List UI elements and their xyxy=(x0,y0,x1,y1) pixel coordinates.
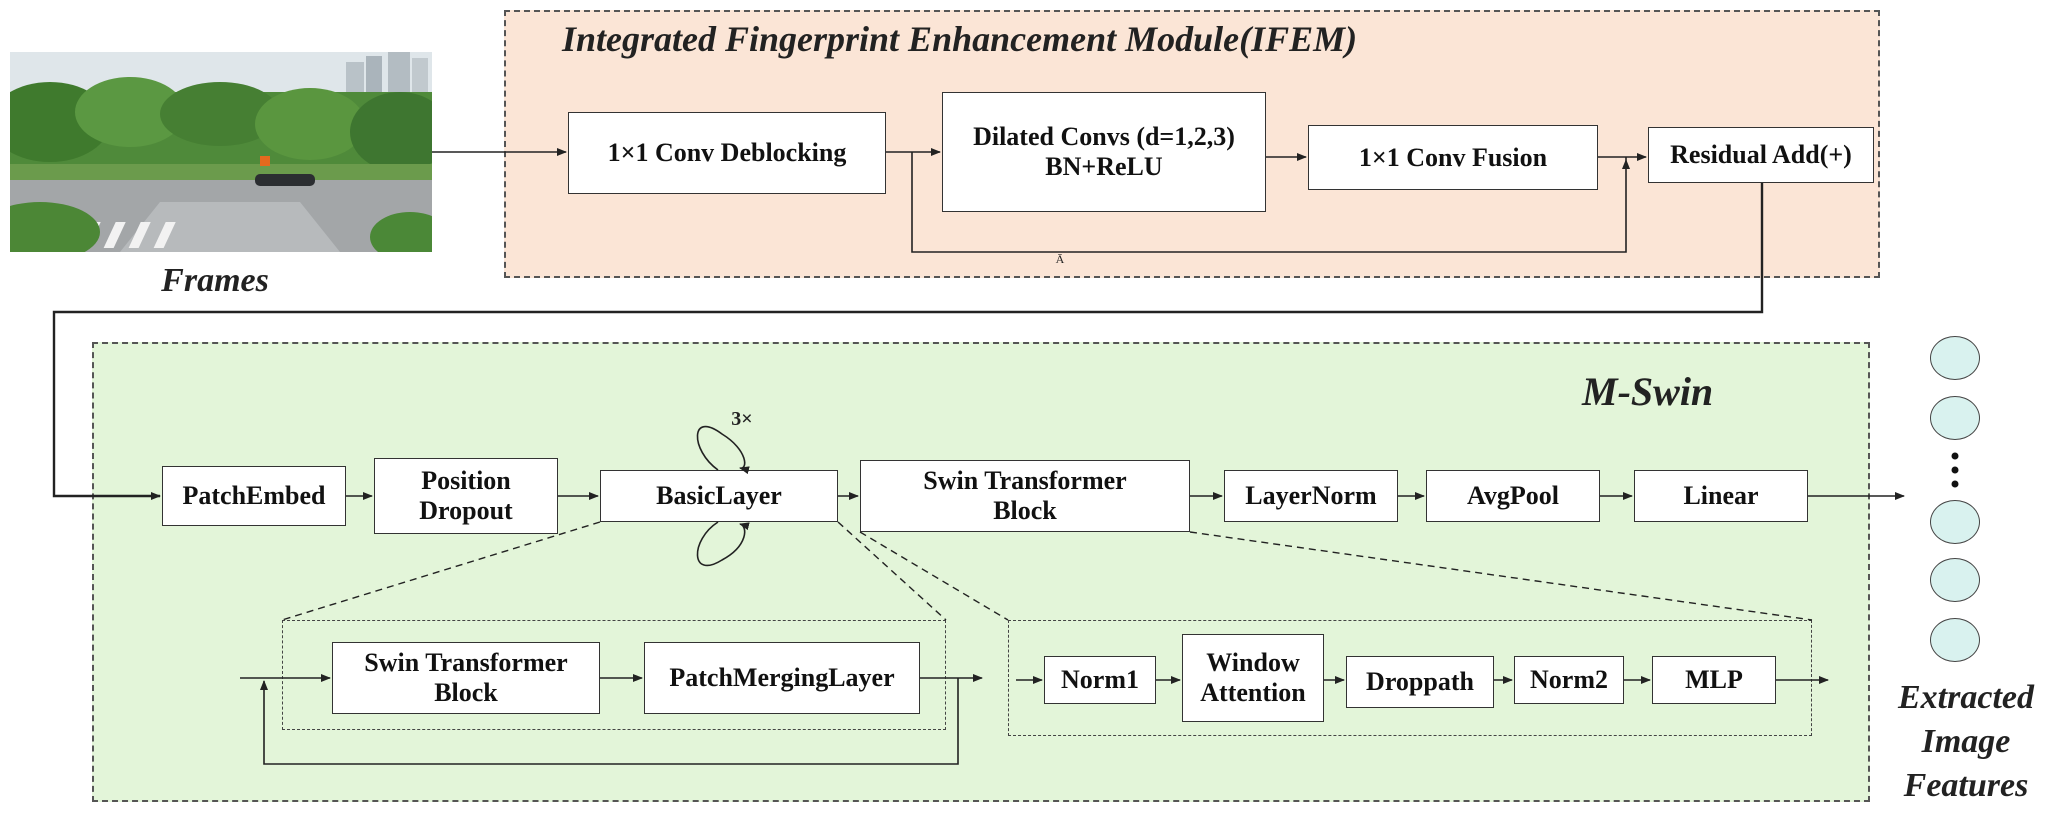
extracted-features-label: Extracted Image Features xyxy=(1898,679,2034,805)
layer-norm-box: LayerNorm xyxy=(1224,470,1398,522)
patch-embed-box: PatchEmbed xyxy=(162,466,346,526)
feature-node xyxy=(1930,500,1980,544)
feature-node xyxy=(1930,558,1980,602)
mswin-title: M-Swin xyxy=(1582,369,1714,414)
repeat-count-label: 3× xyxy=(731,408,753,430)
norm1-box: Norm1 xyxy=(1044,656,1156,704)
position-dropout-box: Position Dropout xyxy=(374,458,558,534)
window-attention-box: Window Attention xyxy=(1182,634,1324,722)
detail-swin-block-box: Swin Transformer Block xyxy=(332,642,600,714)
avg-pool-box: AvgPool xyxy=(1426,470,1600,522)
zoom-line-basic-left xyxy=(281,521,601,621)
feature-node xyxy=(1930,618,1980,662)
arrow-residual-to-patchembed xyxy=(52,183,1764,500)
conv-deblocking-box: 1×1 Conv Deblocking xyxy=(568,112,886,194)
residual-add-box: Residual Add(+) xyxy=(1648,127,1874,183)
ifem-title: Integrated Fingerprint Enhancement Modul… xyxy=(562,19,1358,59)
frames-label: Frames xyxy=(161,262,269,299)
norm2-box: Norm2 xyxy=(1514,656,1624,704)
swin-transformer-block-box: Swin Transformer Block xyxy=(860,460,1190,532)
feature-node xyxy=(1930,396,1980,440)
zoom-line-swin-left xyxy=(859,531,1009,621)
feature-node xyxy=(1930,336,1980,380)
patch-merging-layer-box: PatchMergingLayer xyxy=(644,642,920,714)
swin-block-detail-frame xyxy=(1008,620,1812,736)
input-frame-image xyxy=(10,52,432,252)
dilated-convs-box: Dilated Convs (d=1,2,3) BN+ReLU xyxy=(942,92,1266,212)
repeat-loop-top xyxy=(696,425,750,475)
skip-connection-path xyxy=(911,152,1630,253)
mswin-module xyxy=(92,342,1870,802)
droppath-box: Droppath xyxy=(1346,656,1494,708)
feature-ellipsis-dot xyxy=(1951,466,1959,474)
linear-box: Linear xyxy=(1634,470,1808,522)
zoom-line-basic-right xyxy=(837,521,947,621)
basic-layer-box: BasicLayer xyxy=(600,470,838,522)
basic-layer-detail-frame xyxy=(282,620,946,730)
skip-connection-mark: Ā xyxy=(1055,252,1065,266)
basic-detail-loop xyxy=(260,678,959,765)
feature-ellipsis-dot xyxy=(1951,452,1959,460)
repeat-loop-bottom xyxy=(696,521,750,567)
conv-fusion-box: 1×1 Conv Fusion xyxy=(1308,125,1598,190)
zoom-line-swin-right xyxy=(1189,531,1813,621)
street-scene-picture xyxy=(10,52,432,252)
feature-ellipsis-dot xyxy=(1951,480,1959,488)
mlp-box: MLP xyxy=(1652,656,1776,704)
